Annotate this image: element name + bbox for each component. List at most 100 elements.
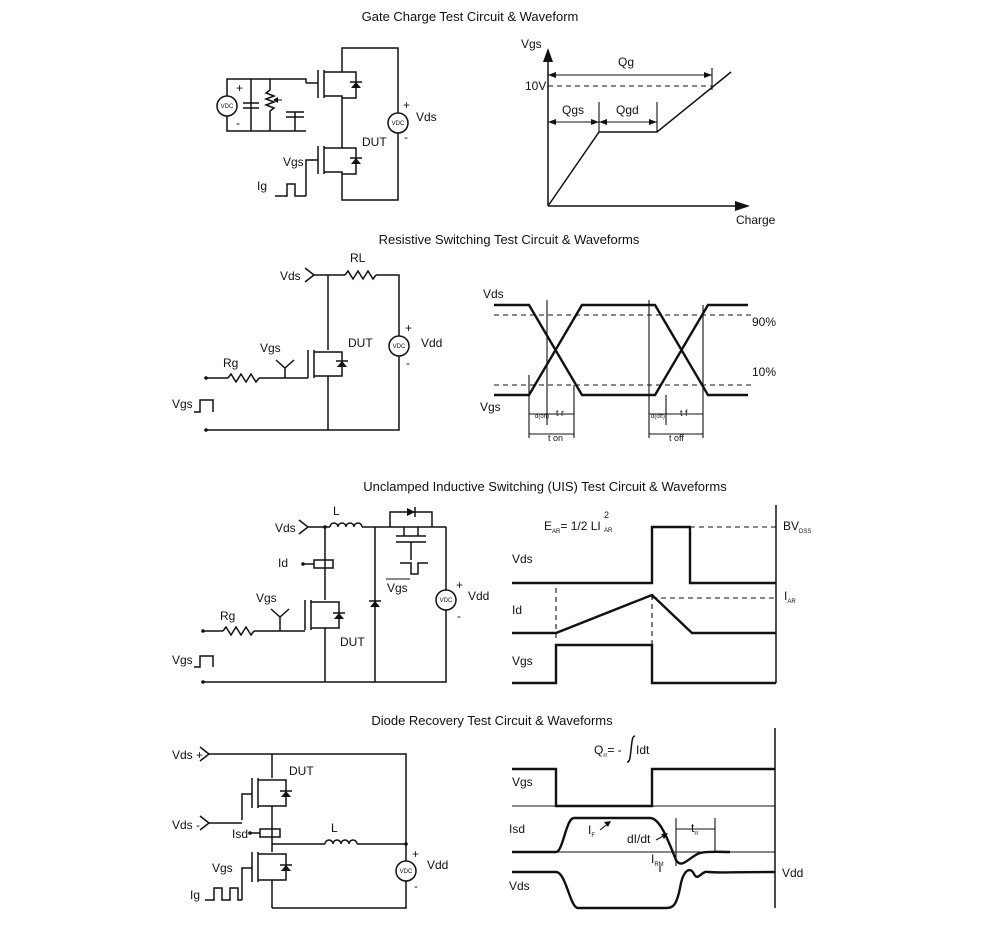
dut-label-1: DUT (362, 135, 387, 149)
dr-inductor (324, 839, 358, 845)
rw-vds-waveform (494, 303, 748, 397)
diode1 (351, 82, 361, 88)
rs-bottom-wire (206, 356, 400, 431)
vgs-label-1: Vgs (283, 155, 304, 169)
rw-tdon-label: d(on) (535, 414, 549, 420)
qg-label: Qg (618, 55, 634, 69)
dr-gate-lead-2 (241, 867, 252, 900)
uis-body-diode-wire (325, 601, 340, 629)
uis-vgs-probe (270, 608, 290, 619)
rs-vdc-source (388, 335, 410, 357)
vds-minus-label: - (404, 130, 408, 144)
uis-w-vgs-label: Vgs (512, 654, 533, 668)
dr-source-1 (258, 805, 273, 826)
uis-dut-label: DUT (340, 635, 365, 649)
uis-clamp-diode (370, 601, 380, 607)
dr-diode-1-wire (272, 779, 287, 807)
uis-ear-label: EAR= 1/2 LI (544, 519, 601, 535)
uis-node-1 (323, 525, 327, 529)
qgs-arrow-l (548, 119, 556, 125)
vdc-label-2: VDC (392, 121, 405, 127)
rw-vgs-label: Vgs (480, 400, 501, 414)
uis-w-id-label: Id (512, 603, 522, 617)
gc-vgs-label: Vgs (521, 37, 542, 51)
ig-label: Ig (257, 179, 267, 193)
qgd-label: Qgd (616, 103, 639, 117)
rw-vds-label: Vds (483, 287, 504, 301)
uis-id-node (301, 562, 305, 566)
dr-didt-label: dI/dt (627, 832, 651, 846)
rs-vds-terminal (304, 267, 316, 283)
gate-charge-title: Gate Charge Test Circuit & Waveform (362, 9, 579, 24)
dr-vds-plus-label: Vds + (172, 748, 203, 762)
drain2-wire (324, 132, 343, 149)
uis-waveform: EAR= 1/2 LI 2 AR BVDSS Vds IAR Id Vgs (512, 505, 811, 685)
vdc-source-2 (387, 112, 409, 134)
uis-ear-exp: 2 (604, 510, 609, 520)
dr-idt-label: Idt (636, 743, 650, 757)
uis-vgs-label: Vgs (256, 591, 277, 605)
rl-label: RL (350, 251, 366, 265)
uis-w-vgs (512, 643, 776, 685)
dr-gate-lead-1 (241, 793, 252, 820)
uis-l-label: L (333, 504, 340, 518)
gc-charge-label: Charge (736, 213, 776, 227)
rs-vdc-label: VDC (393, 344, 406, 350)
potentiometer (263, 89, 277, 112)
dr-vdc-source (395, 860, 417, 882)
dr-top-wire (209, 753, 407, 861)
rw-tdoff-label: d(off) (651, 414, 665, 420)
uis-plus: + (456, 578, 463, 592)
dr-isd-sensor (259, 828, 281, 838)
rw-tf-label: t f (680, 408, 688, 418)
dr-w-isd-label: Isd (509, 822, 525, 836)
dr-dut-label: DUT (289, 764, 314, 778)
vds-label-1: Vds (416, 110, 437, 124)
dr-w-vgs (512, 767, 775, 808)
dr-diode-2 (281, 865, 291, 871)
uis-rg-resistor (222, 625, 255, 637)
dr-qrr-label: Qrr= - (594, 743, 622, 759)
rw-tr-label: t r (556, 408, 564, 418)
uis-bottom-wire (203, 610, 447, 683)
drain1-wire (324, 47, 399, 113)
resistive-title: Resistive Switching Test Circuit & Wavef… (379, 232, 640, 247)
dr-minus: - (414, 879, 418, 893)
uis-id-label: Id (278, 556, 288, 570)
qg-arrow-l (548, 72, 556, 78)
rl-resistor (344, 269, 377, 281)
uis-source-wire (311, 627, 326, 682)
diode-circuit: Vds + DUT Vds - Isd L Vgs (172, 746, 448, 909)
pot-arrow (273, 97, 278, 103)
ig-pulse (275, 183, 306, 197)
qgd-arrow-r (649, 119, 657, 125)
gc-10v-label: 10V (525, 79, 546, 93)
rs-source-wire (314, 375, 329, 430)
rs-vgs-pulse (194, 399, 214, 413)
dr-vdd-w-label: Vdd (782, 866, 803, 880)
resistive-waveform: Vds Vgs 90% 10% d(on) t r t on d(off) t … (480, 287, 776, 443)
dr-vds-minus-terminal (199, 815, 211, 831)
dr-w-vds-label: Vds (509, 879, 530, 893)
uis-gate-node (201, 629, 205, 633)
uis-vgs-in-label: Vgs (172, 653, 193, 667)
rs-vdd-label: Vdd (421, 336, 442, 350)
uis-minus: - (457, 609, 461, 623)
source1-wire (324, 95, 343, 104)
bottom-wire-1 (226, 116, 306, 132)
source-plus-label: + (236, 81, 243, 95)
dr-w-vgs-label: Vgs (512, 775, 533, 789)
dr-irm-label: IRM (651, 852, 664, 868)
dr-isd-label: Isd (232, 827, 248, 841)
uis-iar-label: IAR (784, 589, 796, 605)
rs-diode (337, 361, 347, 367)
dr-ig-label: Ig (190, 888, 200, 902)
uis-inductor (329, 522, 363, 528)
dr-w-isd (512, 816, 731, 865)
dr-if-arrowhead (604, 821, 611, 827)
rs-plus: + (405, 321, 412, 335)
dr-if-label: IF (588, 823, 595, 839)
gc-y-arrow (543, 48, 553, 62)
qg-arrow-r (704, 72, 712, 78)
